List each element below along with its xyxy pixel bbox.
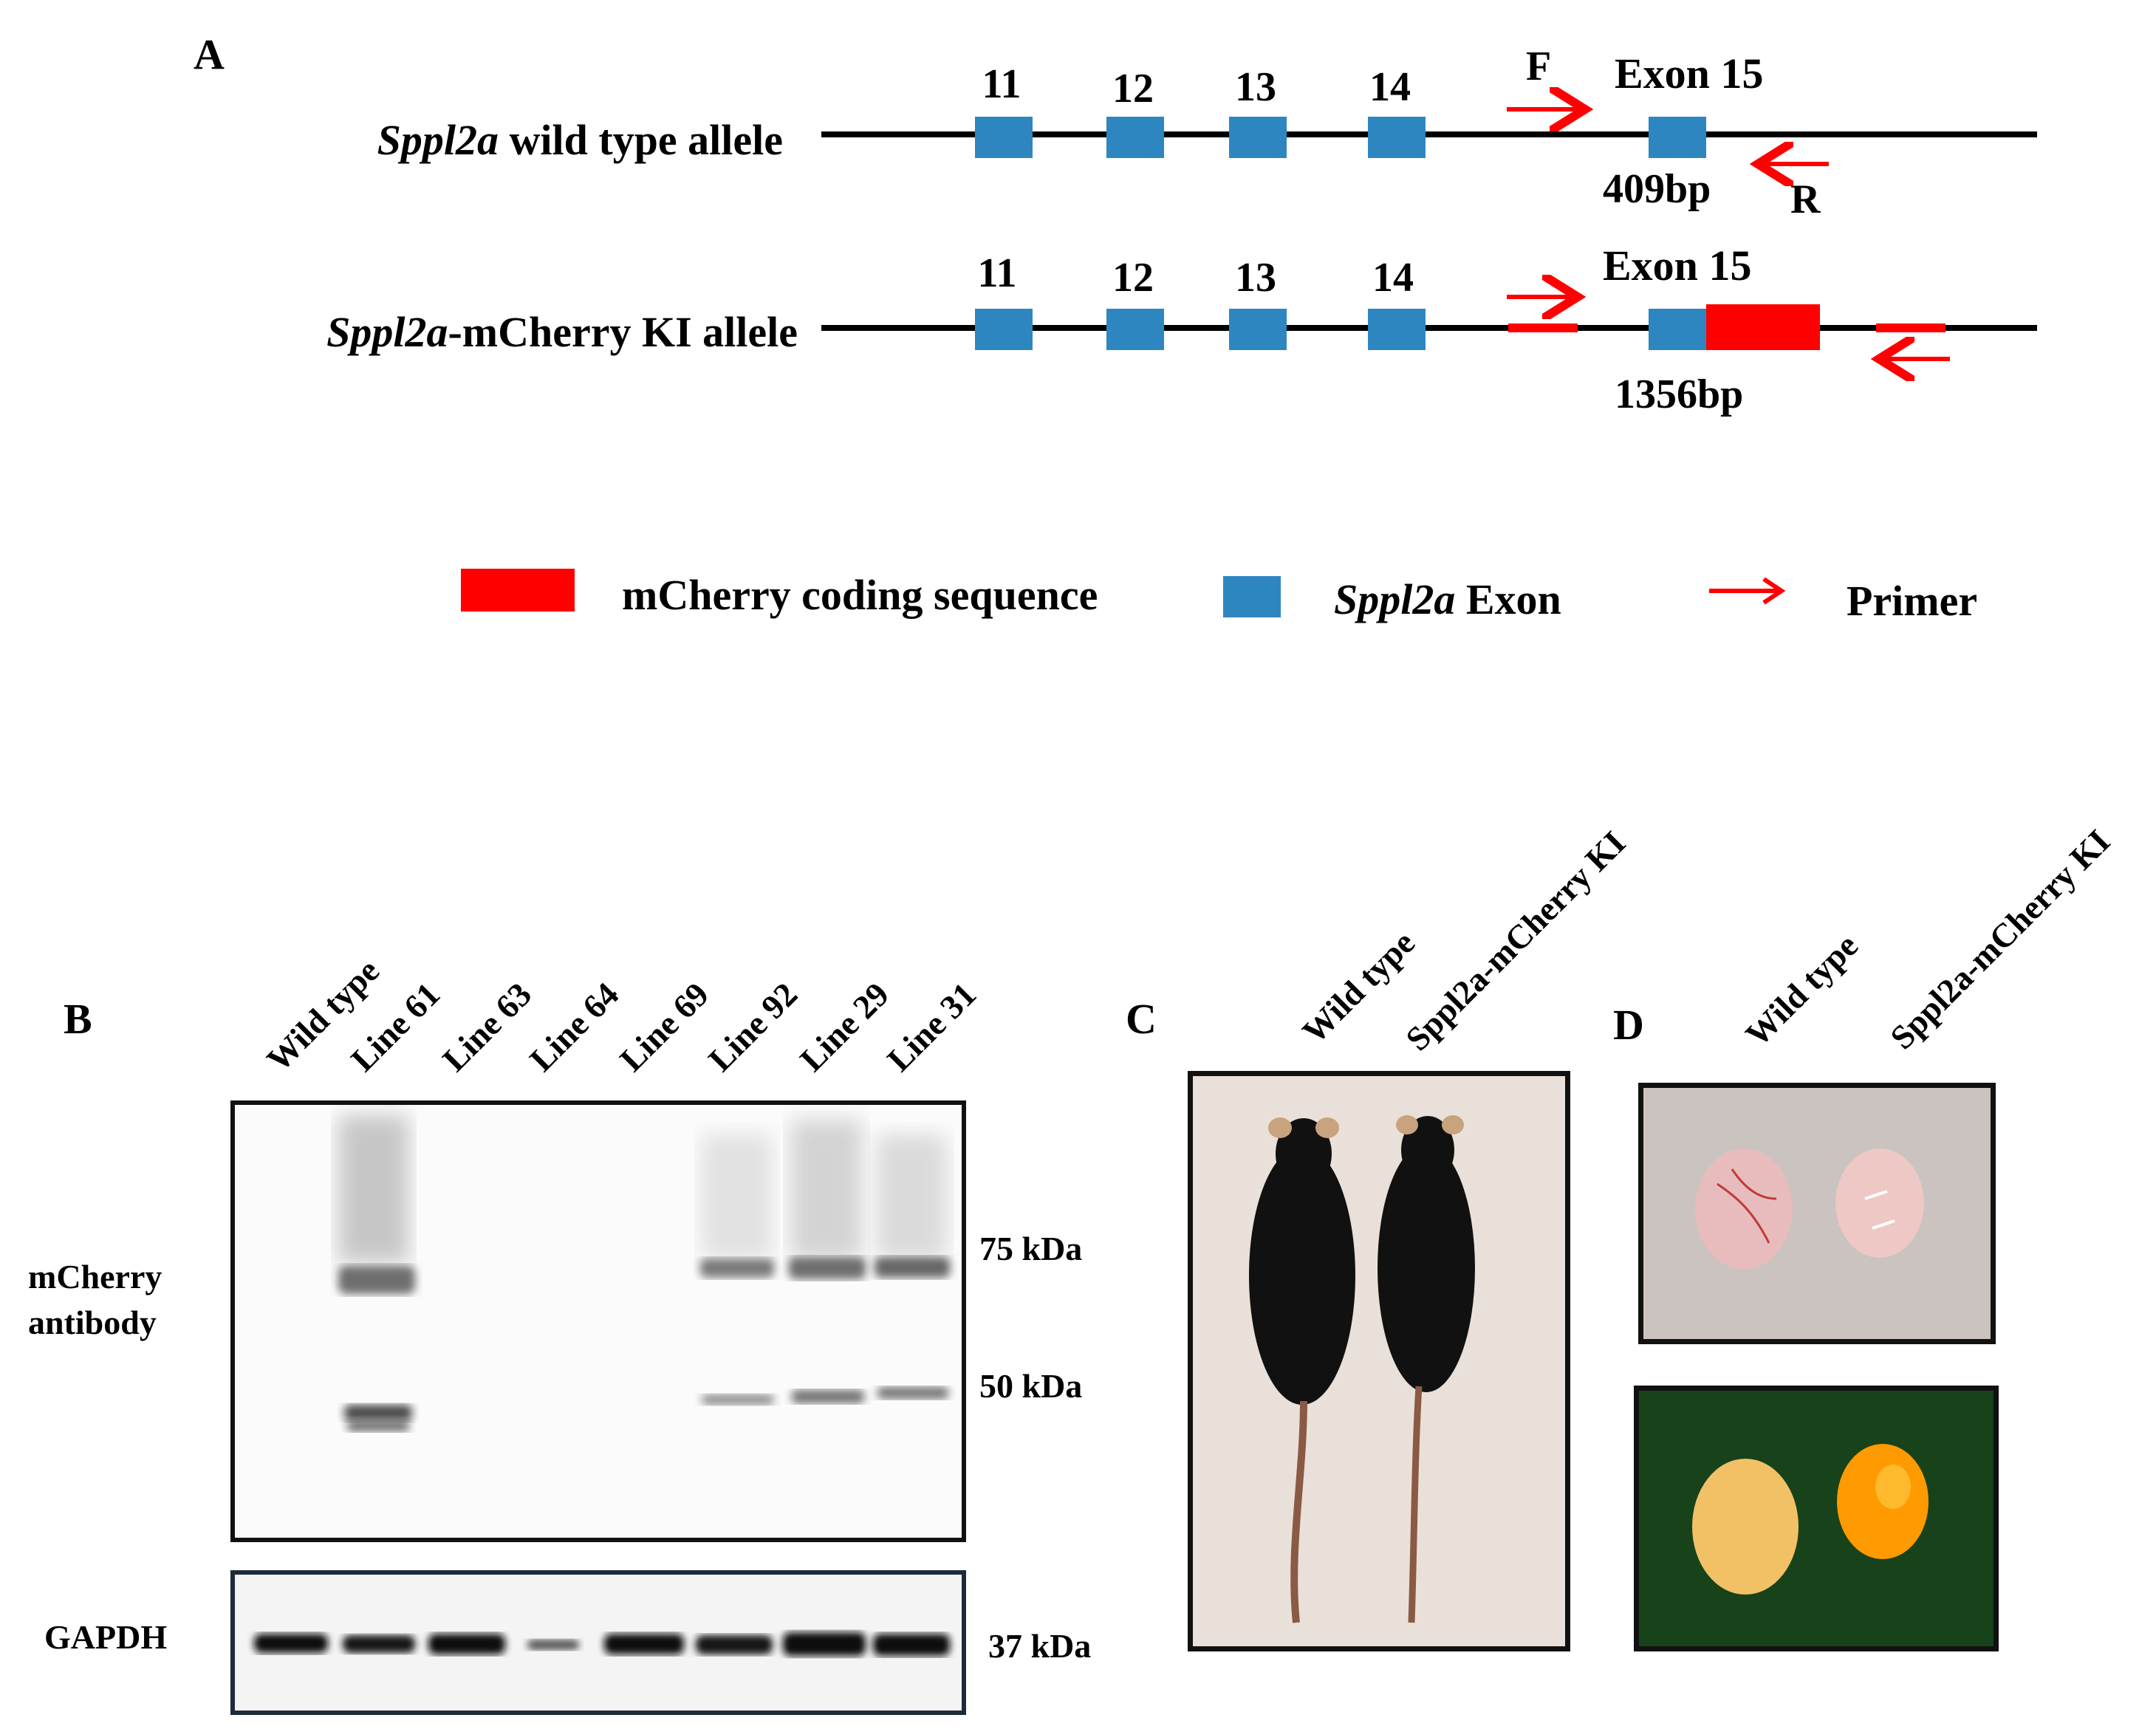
line29-smear <box>790 1120 863 1260</box>
legend-primer-arrow-icon <box>1709 577 1786 605</box>
panel-c-letter: C <box>1126 995 1157 1043</box>
gapdh-band-line-31 <box>873 1634 950 1656</box>
ki-homology-arm-left <box>1508 323 1578 332</box>
panel-b-letter: B <box>64 995 92 1043</box>
exon-15-label-wt: Exon 15 <box>1615 49 1764 97</box>
legend-exon-gene: Sppl2a <box>1334 575 1456 623</box>
testes-brightfield-photo <box>1638 1083 1996 1344</box>
exon-11-label-ki: 11 <box>977 250 1017 296</box>
exon-13-label-ki: 13 <box>1235 255 1276 301</box>
panel-d-letter: D <box>1613 1001 1644 1049</box>
exon-14-label-ki: 14 <box>1372 255 1414 301</box>
line31-75kda-band <box>875 1257 950 1278</box>
exon-14-label: 14 <box>1369 64 1411 110</box>
ki-product-size: 1356bp <box>1615 372 1744 417</box>
wild-type-allele-label: Sppl2a wild type allele <box>44 115 783 165</box>
lane-label-line-64: Line 64 <box>522 975 626 1079</box>
testes-fluorescence-photo <box>1634 1386 1999 1651</box>
exon-15-label-ki: Exon 15 <box>1603 242 1752 290</box>
legend-exon-label: Sppl2a Exon <box>1334 575 1561 624</box>
marker-75kda: 75 kDa <box>979 1230 1083 1267</box>
exon-11-label: 11 <box>982 61 1021 107</box>
marker-37kda: 37 kDa <box>988 1627 1092 1665</box>
wt-exon-15 <box>1649 117 1706 158</box>
reverse-primer-label: R <box>1790 177 1821 222</box>
wt-exon-14 <box>1368 117 1426 158</box>
line61-50kda-band-lower <box>347 1420 409 1431</box>
ki-allele-label: Sppl2a-mCherry KI allele <box>59 307 798 357</box>
ki-exon-15 <box>1649 309 1706 350</box>
wt-exon-12 <box>1106 117 1164 158</box>
legend-mcherry-label: mCherry coding sequence <box>622 571 1098 619</box>
panel-d-label-wild-type: Wild type <box>1738 926 1866 1054</box>
blot-label-line1: mCherry <box>28 1258 162 1295</box>
gapdh-band-line-29 <box>783 1632 866 1656</box>
gapdh-band-line-69 <box>604 1634 684 1654</box>
allele-text: wild type allele <box>498 116 783 164</box>
line29-50kda-band <box>792 1390 864 1403</box>
blot-row-label: mCherry antibody <box>28 1254 162 1346</box>
line92-75kda-band <box>700 1259 774 1278</box>
lane-label-line-69: Line 69 <box>612 975 716 1079</box>
line31-smear <box>876 1134 947 1260</box>
wt-product-size: 409bp <box>1603 166 1711 212</box>
wt-exon-13 <box>1229 117 1287 158</box>
gapdh-band-wild-type <box>254 1634 328 1653</box>
gapdh-band-line-64 <box>527 1640 579 1650</box>
legend-primer-label: Primer <box>1847 577 1978 625</box>
mice-photo <box>1188 1071 1570 1651</box>
mcherry-blot <box>230 1100 966 1542</box>
line29-75kda-band <box>789 1257 866 1279</box>
testes-brightfield-illustration <box>1643 1088 1991 1339</box>
line92-50kda-band <box>702 1394 774 1405</box>
ki-exon-13 <box>1229 309 1287 350</box>
wt-exon-11 <box>975 117 1033 158</box>
gapdh-label: GAPDH <box>44 1618 168 1656</box>
gapdh-band-line-61 <box>343 1635 415 1653</box>
panel-a-letter: A <box>194 30 225 78</box>
exon-12-label: 12 <box>1112 66 1154 112</box>
exon-12-label-ki: 12 <box>1112 255 1154 301</box>
ki-exon-14 <box>1368 309 1426 350</box>
exon-13-label: 13 <box>1235 64 1276 110</box>
ki-exon-11 <box>975 309 1033 350</box>
gene-name-ki: Sppl2a <box>326 308 448 356</box>
forward-primer-label: F <box>1526 44 1552 89</box>
panel-d-label-ki: Sppl2a-mCherry KI <box>1883 822 2118 1057</box>
line61-75kda-band <box>338 1266 415 1294</box>
lane-label-line-63: Line 63 <box>435 975 539 1079</box>
ki-allele-text: -mCherry KI allele <box>448 308 798 356</box>
legend-mcherry-swatch <box>461 569 575 612</box>
marker-50kda: 50 kDa <box>979 1367 1083 1405</box>
ki-exon-12 <box>1106 309 1164 350</box>
ki-homology-arm-right <box>1876 323 1945 332</box>
line61-smear <box>338 1115 409 1263</box>
legend-exon-text: Exon <box>1455 575 1561 623</box>
legend-exon-swatch <box>1223 576 1281 617</box>
lane-label-line-31: Line 31 <box>880 975 984 1079</box>
panel-c-label-ki: Sppl2a-mCherry KI <box>1398 824 1633 1058</box>
lane-label-line-92: Line 92 <box>701 975 805 1079</box>
gapdh-band-line-63 <box>428 1634 505 1654</box>
lane-label-line-29: Line 29 <box>793 975 897 1079</box>
gapdh-blot-bands <box>254 1632 950 1656</box>
mice-illustration <box>1193 1076 1565 1646</box>
gapdh-band-line-92 <box>696 1635 773 1654</box>
blot-label-line2: antibody <box>28 1304 157 1341</box>
allele-diagram <box>821 0 2037 458</box>
line92-smear <box>702 1134 773 1260</box>
line31-50kda-band <box>877 1387 948 1399</box>
ki-mcherry-block <box>1706 304 1820 350</box>
line61-50kda-band <box>344 1405 412 1421</box>
gapdh-blot <box>230 1570 966 1715</box>
testes-fluorescence-illustration <box>1639 1391 1994 1646</box>
gene-name: Sppl2a <box>377 116 499 164</box>
mcherry-blot-bands <box>338 1115 950 1431</box>
